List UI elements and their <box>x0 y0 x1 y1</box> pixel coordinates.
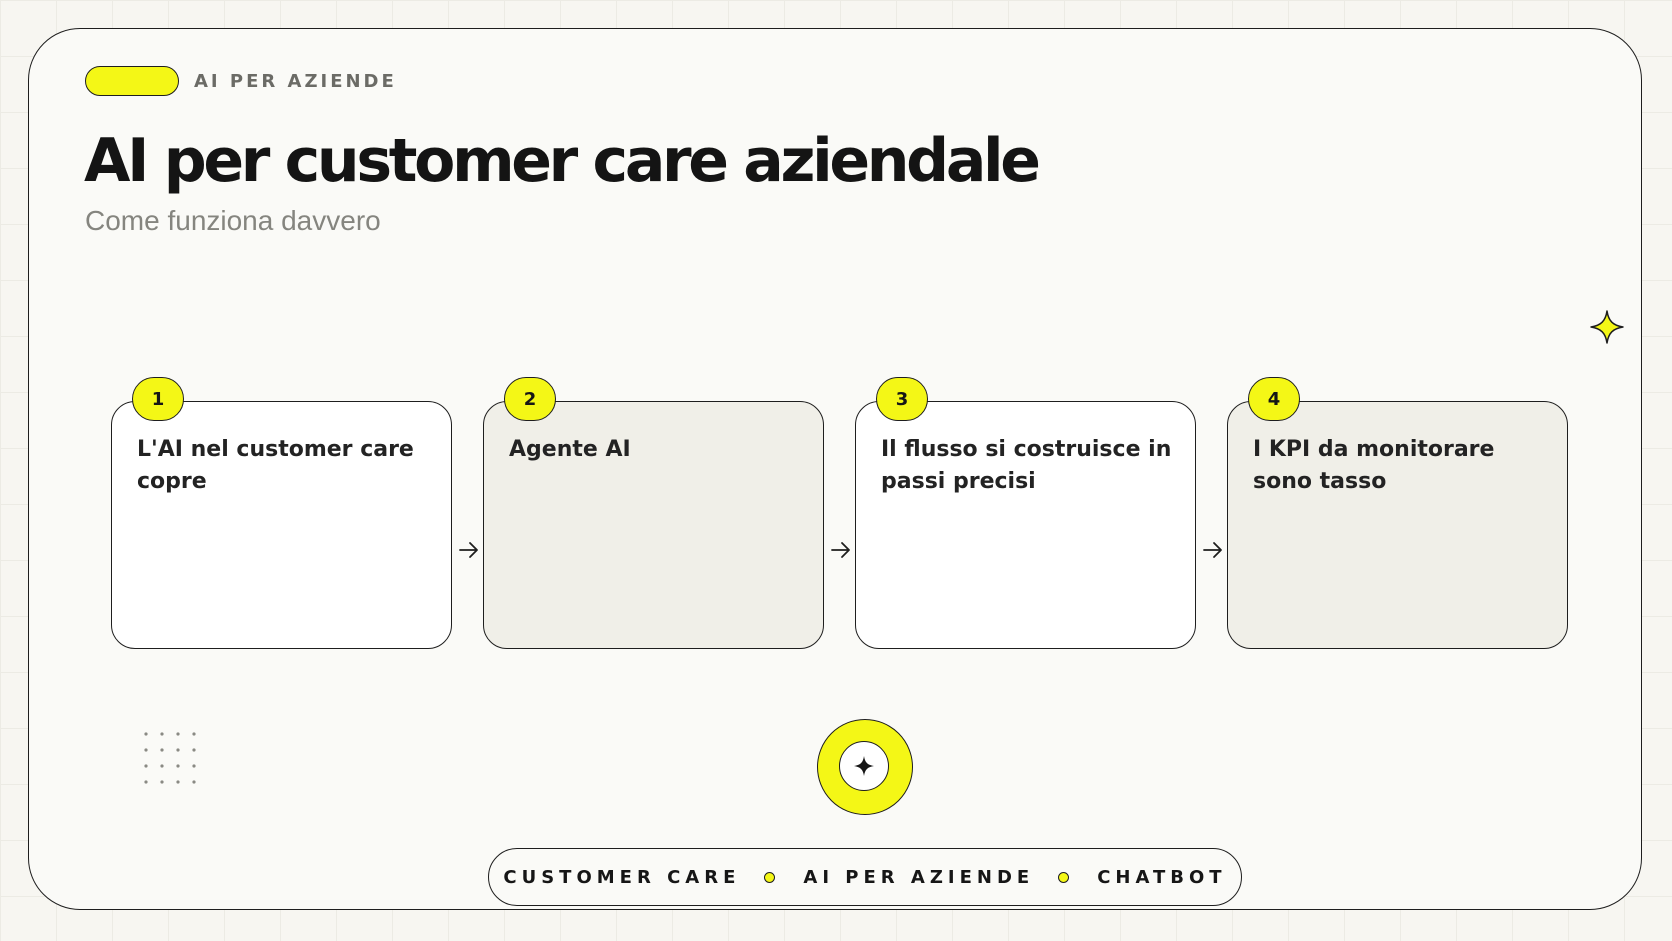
slide-card: AI PER AZIENDE AI per customer care azie… <box>28 28 1642 910</box>
center-emblem-inner <box>839 741 889 791</box>
arrow-right-icon <box>459 542 478 558</box>
eyebrow-label: AI PER AZIENDE <box>194 70 397 92</box>
step-number-badge: 4 <box>1248 377 1300 421</box>
step-card-2: 2 Agente AI <box>483 377 824 649</box>
dot-grid-decoration <box>144 732 196 784</box>
eyebrow-pill <box>85 66 179 96</box>
step-number-badge: 1 <box>132 377 184 421</box>
arrow-right-icon <box>831 542 850 558</box>
page-subtitle: Come funziona davvero <box>85 205 381 236</box>
step-text: Il flusso si costruisce in passi precisi <box>881 437 1172 494</box>
page-title: AI per customer care aziendale <box>84 126 1041 196</box>
tag-ai-per-aziende: AI PER AZIENDE <box>803 866 1035 888</box>
step-card-4: 4 I KPI da monitorare sono tasso <box>1227 377 1568 649</box>
tag-chatbot: CHATBOT <box>1097 866 1227 888</box>
sparkle-icon <box>1590 310 1624 344</box>
sparkle-icon <box>854 756 874 776</box>
step-card-3: 3 Il flusso si costruisce in passi preci… <box>855 377 1196 649</box>
step-number-badge: 3 <box>876 377 928 421</box>
tag-separator-dot <box>1058 871 1070 883</box>
tag-separator-dot <box>764 871 776 883</box>
step-text: Agente AI <box>509 437 631 462</box>
step-number-badge: 2 <box>504 377 556 421</box>
center-emblem <box>817 719 913 815</box>
step-card-1: 1 L'AI nel customer care copre <box>111 377 452 649</box>
tag-customer-care: CUSTOMER CARE <box>503 866 741 888</box>
step-text: I KPI da monitorare sono tasso <box>1253 437 1495 494</box>
step-text: L'AI nel customer care copre <box>137 437 414 494</box>
arrow-right-icon <box>1203 542 1222 558</box>
tag-bar: CUSTOMER CARE AI PER AZIENDE CHATBOT <box>488 848 1242 906</box>
eyebrow: AI PER AZIENDE <box>85 66 397 96</box>
